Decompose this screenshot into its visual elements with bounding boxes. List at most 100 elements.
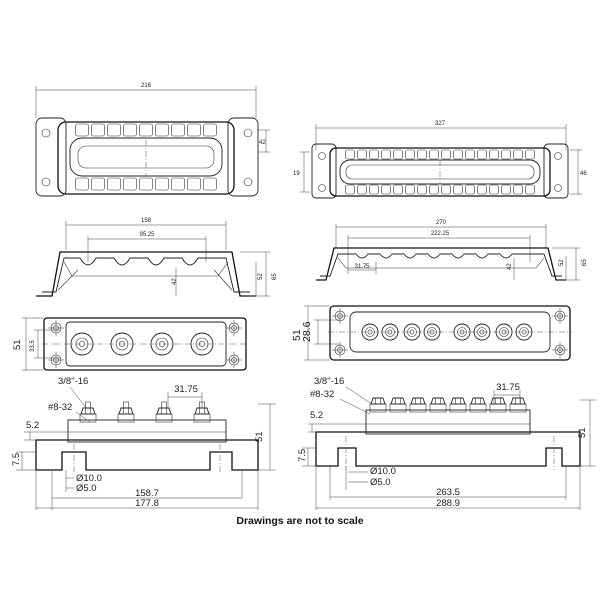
stud-nut <box>156 407 172 415</box>
right-elev-height-label: 51 <box>577 427 588 438</box>
rib <box>405 184 415 195</box>
right-front-view: 51 28.6 <box>291 305 572 361</box>
rib <box>107 123 121 137</box>
rib <box>187 123 201 137</box>
rib <box>123 123 137 137</box>
scale-note: Drawings are not to scale <box>236 515 364 527</box>
right-top-side-right-label: 46 <box>580 171 587 177</box>
stud-washer <box>389 403 407 413</box>
rib <box>501 149 511 160</box>
rib <box>513 184 523 195</box>
rib <box>91 123 105 137</box>
rib <box>75 123 89 137</box>
left-side-length-label: 158 <box>141 218 152 224</box>
rib <box>453 149 463 160</box>
rib <box>171 177 185 191</box>
rib <box>489 184 499 195</box>
right-elev-screw-label: #8-32 <box>310 389 334 400</box>
left-elev-top-offset-label: 5.2 <box>26 420 39 431</box>
rib <box>441 184 451 195</box>
right-side-h2-label: 52 <box>559 259 565 266</box>
rib <box>441 149 451 160</box>
rib <box>357 184 367 195</box>
rib <box>453 184 463 195</box>
stud-nut <box>370 397 386 405</box>
stud-washer <box>409 403 427 413</box>
rib <box>417 149 427 160</box>
left-elev-height-label: 51 <box>254 431 265 442</box>
rib <box>489 149 499 160</box>
rib <box>187 177 201 191</box>
rib <box>525 149 535 160</box>
left-side-h1-label: 42 <box>172 278 178 285</box>
rib <box>75 177 89 191</box>
rib <box>477 184 487 195</box>
rib <box>393 149 403 160</box>
rib <box>345 149 355 160</box>
stud-washer <box>193 413 211 423</box>
rib <box>107 177 121 191</box>
stud <box>70 332 94 356</box>
right-top-width-label: 327 <box>435 121 446 127</box>
stud-washer <box>449 403 467 413</box>
rib <box>369 149 379 160</box>
left-elev-len2-label: 177.8 <box>135 498 159 509</box>
left-top-view: 216 42 <box>35 83 270 197</box>
rib <box>429 149 439 160</box>
stud-washer <box>117 413 135 423</box>
stud-washer <box>489 403 507 413</box>
rib <box>417 184 427 195</box>
right-side-h1-label: 42 <box>507 263 513 270</box>
left-elev-len1-label: 158.7 <box>135 488 159 499</box>
left-front-h-inner-label: 33.5 <box>30 340 36 352</box>
rib <box>465 149 475 160</box>
right-elev-hole1-label: Ø10.0 <box>370 466 396 477</box>
rib <box>357 149 367 160</box>
right-front-h-outer-label: 51 <box>291 329 303 341</box>
left-side-h2-label: 52 <box>258 273 264 280</box>
right-elev-stud-label: 3/8"-16 <box>314 376 344 387</box>
stud-washer <box>429 403 447 413</box>
stud-washer <box>79 413 97 423</box>
rib <box>501 184 511 195</box>
right-side-length-label: 270 <box>436 220 447 226</box>
stud-thread <box>455 397 461 405</box>
right-side-view: 270 222.25 31.75 42 52 65 <box>316 220 588 281</box>
rib <box>513 149 523 160</box>
right-side-h3-label: 65 <box>582 259 588 266</box>
right-elev-spacing-label: 31.75 <box>496 382 520 393</box>
rib <box>155 123 169 137</box>
right-elev-base-label: 7.5 <box>297 449 308 462</box>
stud-washer <box>469 403 487 413</box>
left-side-view: 158 95.25 42 52 65 <box>36 218 278 297</box>
left-top-width-label: 216 <box>141 83 152 89</box>
rib <box>381 149 391 160</box>
left-elev-hole1-label: Ø10.0 <box>76 473 102 484</box>
rib <box>155 177 169 191</box>
left-front-view: 51 33.5 <box>12 317 248 371</box>
stud-nut <box>490 397 506 405</box>
stud-washer <box>155 413 173 423</box>
left-elevation-view: 3/8"-16 #8-32 31.75 5.2 7.5 51 Ø10.0 Ø5.… <box>11 376 276 510</box>
right-elevation-view: 3/8"-16 #8-32 31.75 5.2 7.5 51 Ø10.0 Ø5.… <box>297 376 596 510</box>
stud-nut <box>430 397 446 405</box>
stud-nut <box>80 407 96 415</box>
rib <box>345 184 355 195</box>
left-elev-stud-label: 3/8"-16 <box>58 376 88 387</box>
right-front-h-inner-label: 28.6 <box>301 321 313 342</box>
stud-thread <box>395 397 401 405</box>
rib <box>203 123 217 137</box>
right-elev-len2-label: 288.9 <box>436 498 460 509</box>
rib <box>139 123 153 137</box>
stud-washer <box>369 403 387 413</box>
rib <box>171 123 185 137</box>
left-elev-hole2-label: Ø5.0 <box>76 483 97 494</box>
left-front-h-outer-label: 51 <box>12 339 23 350</box>
stud-nut <box>510 397 526 405</box>
stud-nut <box>390 397 406 405</box>
stud-thread <box>435 397 441 405</box>
right-side-pitch-label: 222.25 <box>431 231 450 237</box>
rib <box>139 177 153 191</box>
left-side-pitch-label: 95.25 <box>139 232 155 238</box>
left-elev-screw-label: #8-32 <box>48 402 72 413</box>
